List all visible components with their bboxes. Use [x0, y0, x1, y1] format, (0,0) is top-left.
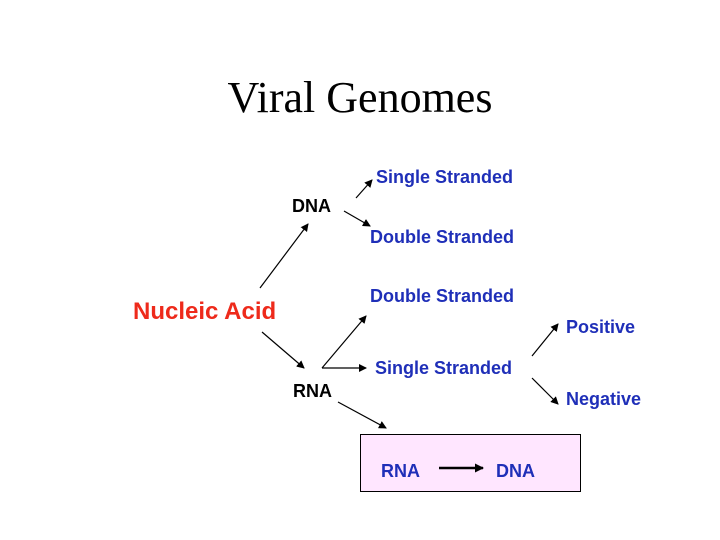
arrow-dna-to-double	[343, 210, 371, 227]
arrow-single-to-positive	[531, 323, 559, 357]
arrow-dna-to-single	[355, 179, 373, 199]
node-dna-double-stranded: Double Stranded	[370, 227, 515, 247]
rt-arrow	[439, 463, 484, 473]
arrow-root-to-dna	[259, 223, 309, 289]
node-negative: Negative	[566, 389, 642, 409]
arrow-rna-to-rt-box	[337, 401, 387, 429]
node-rna: RNA	[293, 381, 332, 401]
node-rna-single-stranded: Single Stranded	[375, 358, 513, 378]
arrow-rna-to-double	[321, 315, 367, 369]
node-nucleic-acid: Nucleic Acid	[133, 298, 277, 325]
rt-to-dna: DNA	[496, 461, 535, 481]
node-dna-single-stranded: Single Stranded	[376, 167, 514, 187]
reverse-transcription-box: RNA DNA	[360, 434, 581, 492]
arrow-single-to-negative	[531, 377, 559, 405]
rt-from-rna: RNA	[381, 461, 420, 481]
arrow-root-to-rna	[261, 331, 305, 369]
node-rna-double-stranded: Double Stranded	[370, 286, 515, 306]
slide-title: Viral Genomes	[227, 73, 493, 122]
node-positive: Positive	[566, 317, 636, 337]
node-dna: DNA	[292, 196, 331, 216]
